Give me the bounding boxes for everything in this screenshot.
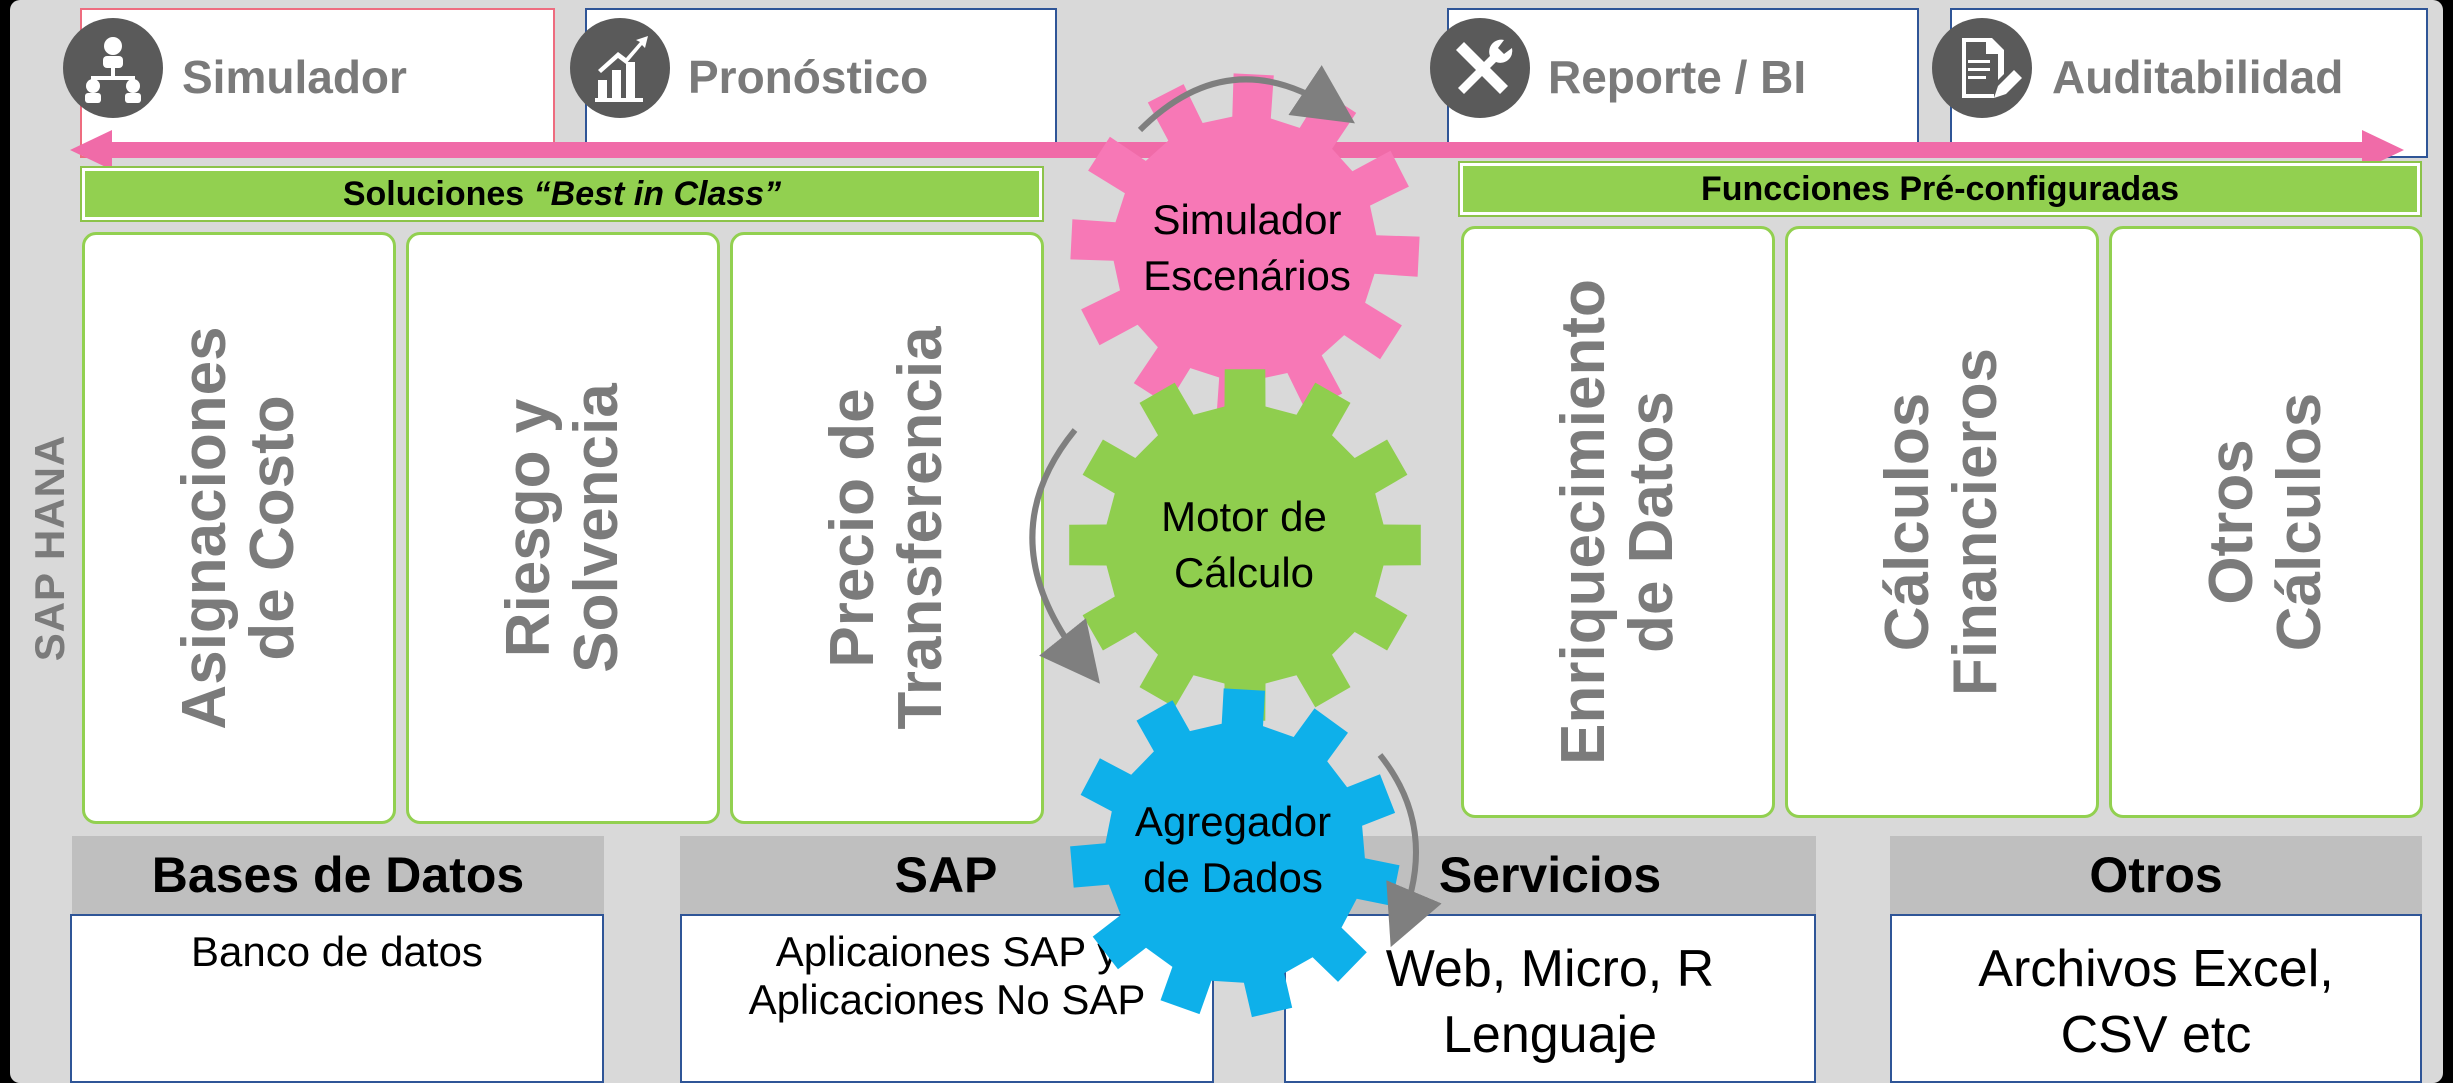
- gear-line: de Dados: [1143, 854, 1323, 901]
- aggregator-gear: [1070, 688, 1400, 1018]
- source-databases-title: Bases de Datos: [72, 836, 604, 914]
- tab-simulador: Simulador: [182, 51, 407, 103]
- gear-line: Escenários: [1143, 252, 1351, 299]
- source-databases-body: Banco de datos: [70, 914, 604, 1083]
- tab-pronostico: Pronóstico: [688, 51, 929, 103]
- tools-icon: [1430, 18, 1530, 118]
- document-edit-icon: [1932, 18, 2032, 118]
- best-in-class-header: Soluciones “Best in Class”: [80, 166, 1044, 222]
- best-in-class-emphasis: “Best in Class”: [533, 175, 782, 213]
- org-chart-icon: [63, 18, 163, 118]
- flow-arrow-right: [1377, 753, 1442, 948]
- preconfigured-functions-header: Funcciones Pré-configuradas: [1458, 161, 2422, 217]
- gear-line: Motor de: [1161, 493, 1327, 540]
- calculation-engine-label: Motor de Cálculo: [1161, 489, 1327, 601]
- gear-line: Agregador: [1134, 798, 1332, 845]
- source-services-title: Servicios: [1284, 836, 1816, 914]
- best-in-class-prefix: Soluciones: [342, 175, 534, 213]
- bar-chart-icon: [570, 18, 670, 118]
- source-others-body: Archivos Excel, CSV etc: [1890, 914, 2422, 1083]
- flow-arrow-top: [1137, 65, 1355, 133]
- gear-line: Cálculo: [1173, 549, 1315, 596]
- simulator-gear: [1070, 73, 1420, 423]
- tab-auditabilidad: Auditabilidad: [2052, 51, 2344, 103]
- tab-reporte-bi: Reporte / BI: [1548, 51, 1807, 103]
- source-services-body: Web, Micro, R Lenguaje: [1284, 914, 1816, 1083]
- calculation-engine-gear: [1069, 369, 1421, 721]
- flow-arrow-left: [1029, 428, 1100, 684]
- arrow-head-left: [70, 130, 112, 170]
- source-others-title: Otros: [1890, 836, 2422, 914]
- aggregator-label: Agregador de Dados: [1135, 794, 1331, 906]
- gear-line: Simulador: [1152, 196, 1342, 243]
